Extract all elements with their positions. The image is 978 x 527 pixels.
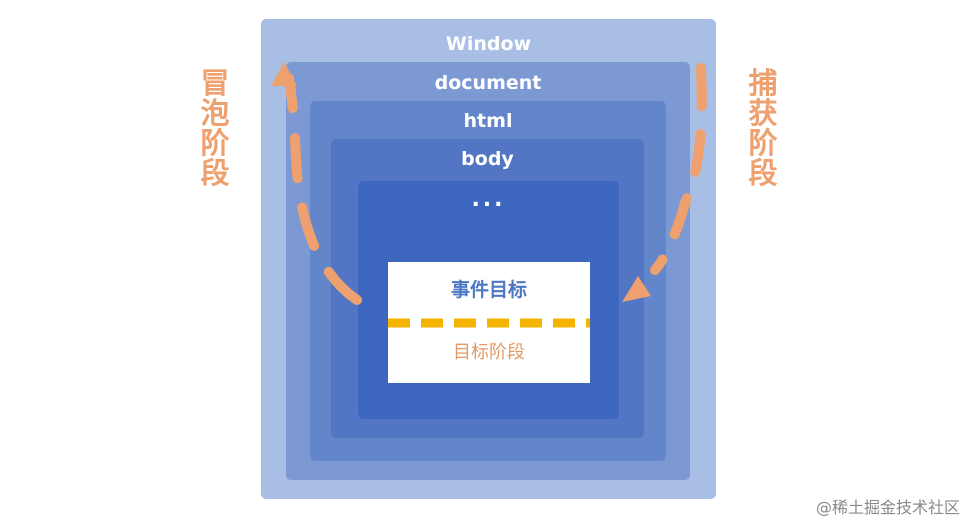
capture-arrow-path [650, 63, 707, 275]
watermark: @稀土掘金技术社区 [815, 498, 960, 517]
bubble-arrow-head [271, 62, 297, 86]
document-label: document [434, 72, 542, 94]
bubble-phase-label: 冒泡阶段 [200, 66, 230, 190]
window-label: Window [445, 33, 532, 55]
event-target-title: 事件目标 [450, 279, 527, 301]
body-label: body [461, 148, 514, 170]
capture-arrow-head [622, 276, 651, 302]
bubble-arrow-path [284, 73, 362, 305]
target-phase-label: 目标阶段 [453, 342, 525, 363]
ellipsis-label: ... [471, 187, 506, 212]
capture-phase-label: 捕获阶段 [748, 66, 778, 190]
html-label: html [463, 110, 513, 132]
